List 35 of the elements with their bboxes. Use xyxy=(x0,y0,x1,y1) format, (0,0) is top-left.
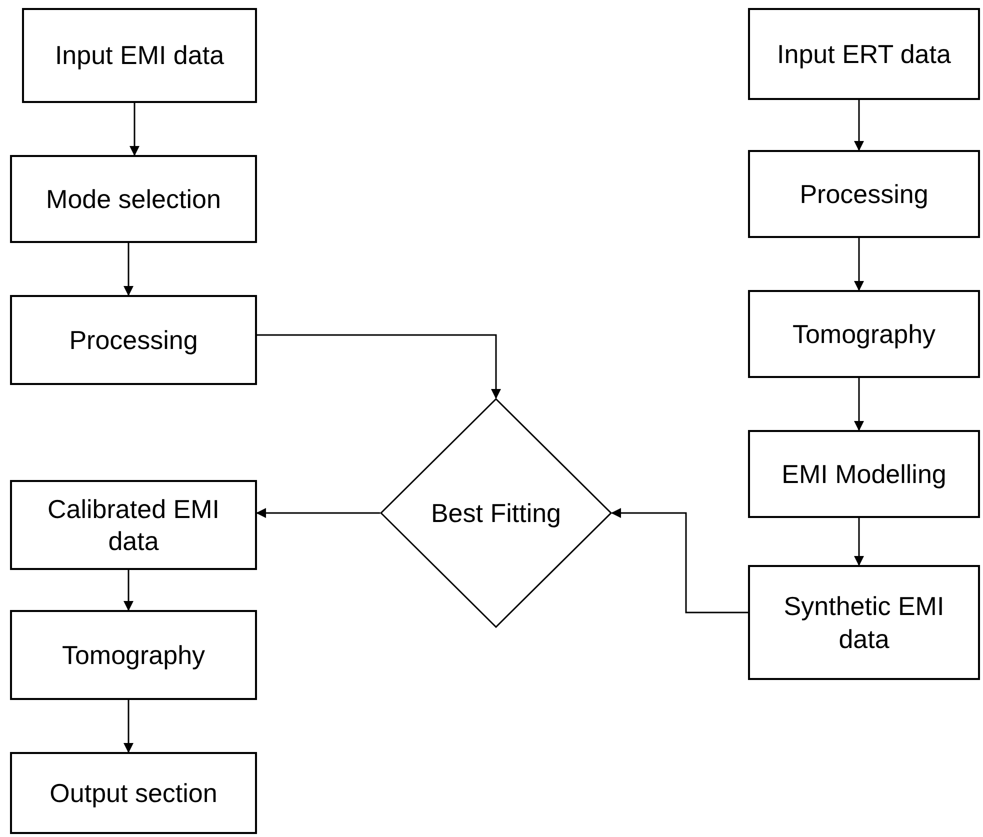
arrow xyxy=(854,100,864,151)
arrow xyxy=(257,334,501,399)
node-label: Processing xyxy=(69,324,198,356)
node-label: Tomography xyxy=(792,318,936,350)
node-label: Mode selection xyxy=(46,182,221,216)
arrow xyxy=(256,508,380,518)
arrow xyxy=(854,378,864,431)
process-box xyxy=(748,290,980,378)
node-label: Input EMI data xyxy=(54,39,224,72)
node-label: Synthetic EMI data xyxy=(782,590,946,655)
decision-diamond xyxy=(380,398,612,628)
process-box xyxy=(10,295,257,385)
node-label: EMI Modelling xyxy=(782,458,946,490)
arrow xyxy=(124,700,134,753)
arrow xyxy=(611,508,748,614)
node-label: Calibrated EMI data xyxy=(46,492,220,558)
process-box xyxy=(22,8,257,103)
process-box xyxy=(748,8,980,100)
process-box xyxy=(748,565,980,680)
arrow xyxy=(124,243,134,296)
node-label: Best Fitting xyxy=(430,496,562,530)
node-label: Processing xyxy=(800,178,928,210)
process-box xyxy=(748,150,980,238)
arrow xyxy=(130,103,140,156)
process-box xyxy=(10,480,257,570)
process-box xyxy=(748,430,980,518)
node-label: Tomography xyxy=(62,638,206,672)
process-box xyxy=(10,610,257,700)
process-box xyxy=(10,155,257,243)
arrow xyxy=(854,238,864,291)
arrow xyxy=(124,570,134,611)
arrow xyxy=(854,518,864,566)
process-box xyxy=(10,752,257,834)
node-label: Output section xyxy=(50,776,218,810)
node-label: Input ERT data xyxy=(777,38,951,70)
